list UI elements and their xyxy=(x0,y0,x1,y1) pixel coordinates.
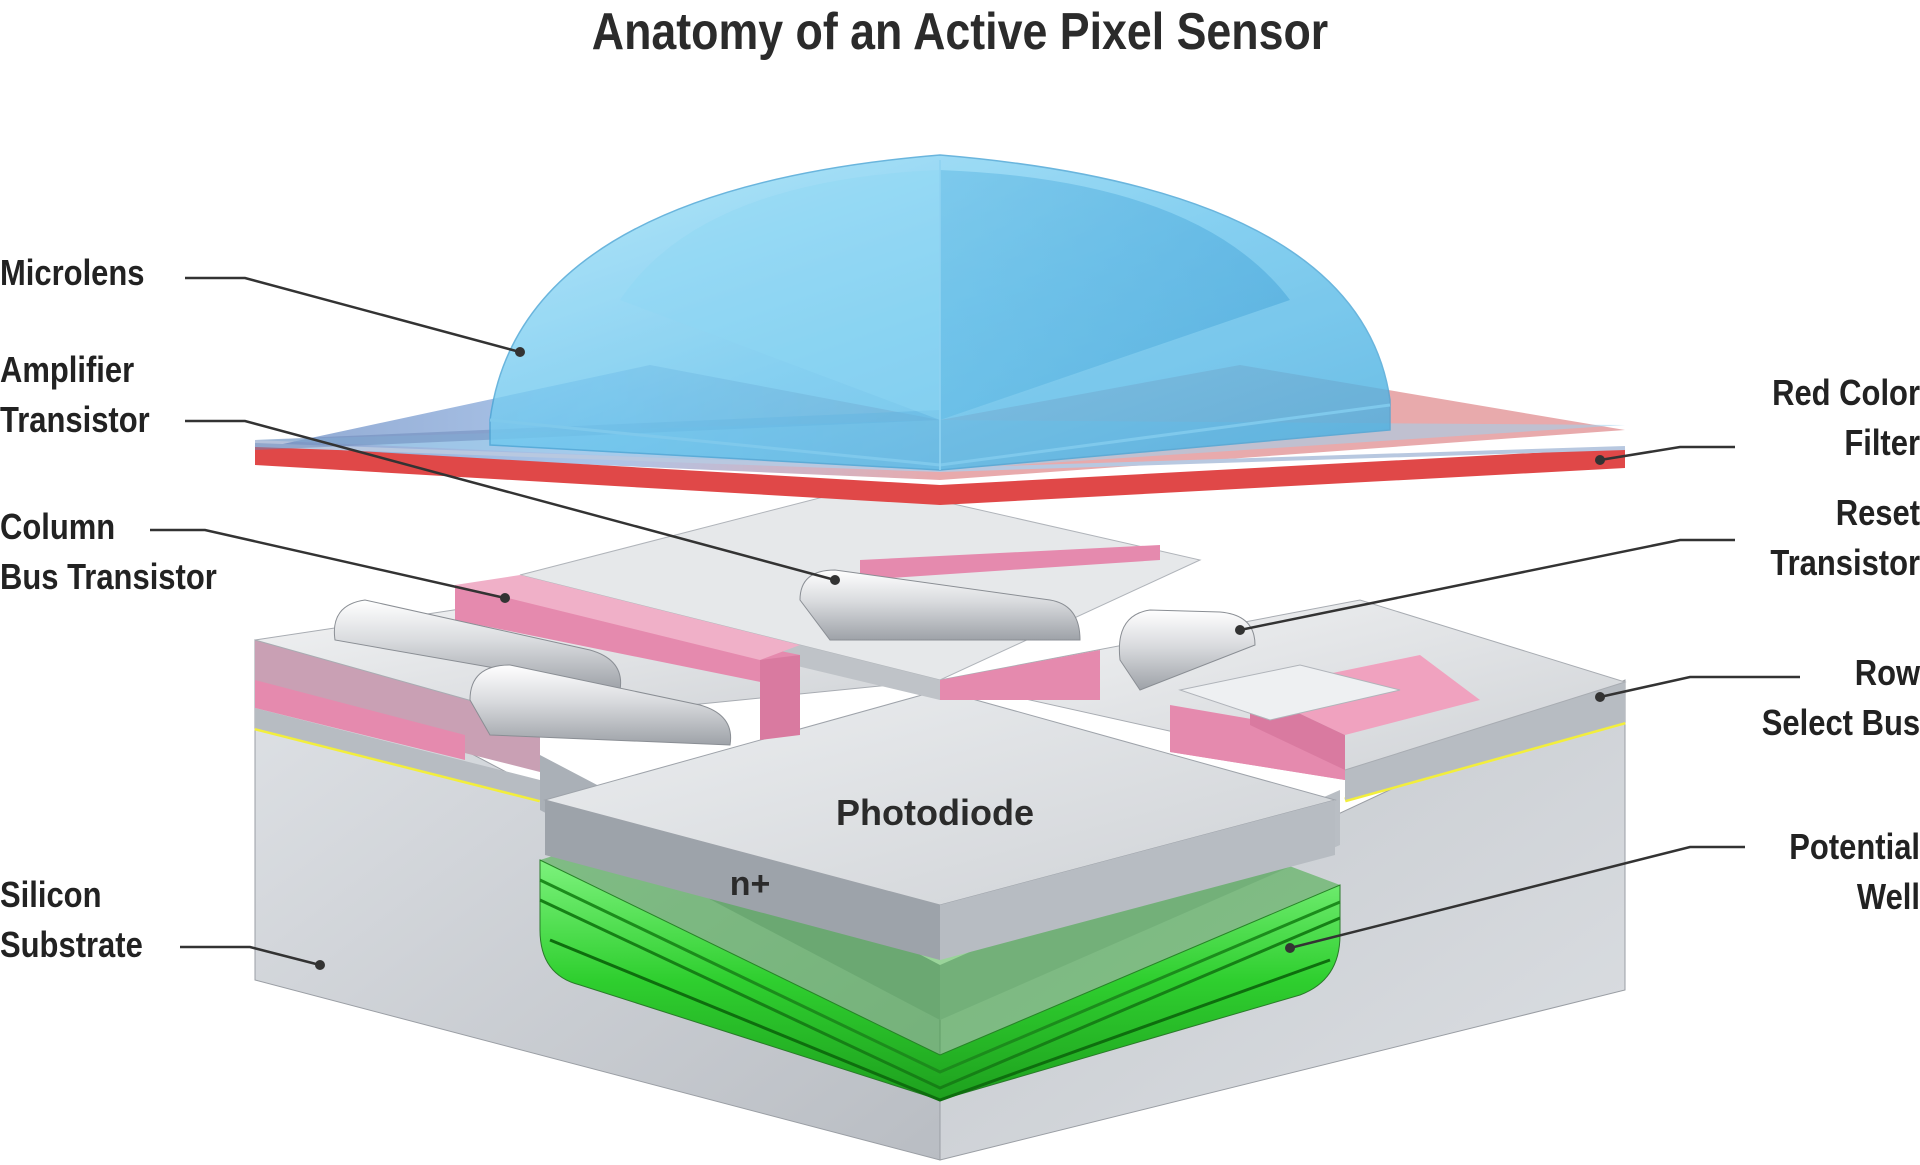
leader-row-select-bus xyxy=(1599,675,1800,699)
label-silicon-substrate: Silicon Substrate xyxy=(0,874,143,965)
leader-reset-transistor xyxy=(1239,538,1735,632)
label-row-select-bus: Row Select Bus xyxy=(1761,652,1920,743)
n-plus-label: n+ xyxy=(730,865,771,903)
microlens-dome xyxy=(489,154,1391,471)
row-select-block xyxy=(1178,664,1401,721)
amplifier-transistor-gate xyxy=(469,664,732,746)
label-microlens: Microlens xyxy=(0,252,145,293)
label-reset-transistor: Reset Transistor xyxy=(1770,492,1920,583)
diagram-title: Anatomy of an Active Pixel Sensor xyxy=(591,3,1329,61)
label-column-bus-transistor: Column Bus Transistor xyxy=(0,506,217,597)
photodiode-well: Photodiode n+ xyxy=(539,689,1341,1102)
label-red-color-filter: Red Color Filter xyxy=(1772,372,1920,463)
label-potential-well: Potential Well xyxy=(1789,826,1920,917)
leader-column-bus-transistor xyxy=(150,528,506,600)
transistor-layer xyxy=(254,484,1627,780)
leader-dots xyxy=(315,347,1605,970)
label-amplifier-transistor: Amplifier Transistor xyxy=(0,349,150,440)
photodiode-label: Photodiode xyxy=(836,792,1034,833)
leader-amplifier-transistor xyxy=(185,419,836,582)
leader-potential-well xyxy=(1289,845,1745,950)
leader-microlens xyxy=(185,276,521,354)
leader-lines xyxy=(150,276,1800,967)
reset-transistor-gate xyxy=(799,569,1256,691)
leader-silicon-substrate xyxy=(180,945,321,967)
leader-red-color-filter xyxy=(1599,445,1735,462)
column-bus-transistor-gate xyxy=(333,599,622,691)
